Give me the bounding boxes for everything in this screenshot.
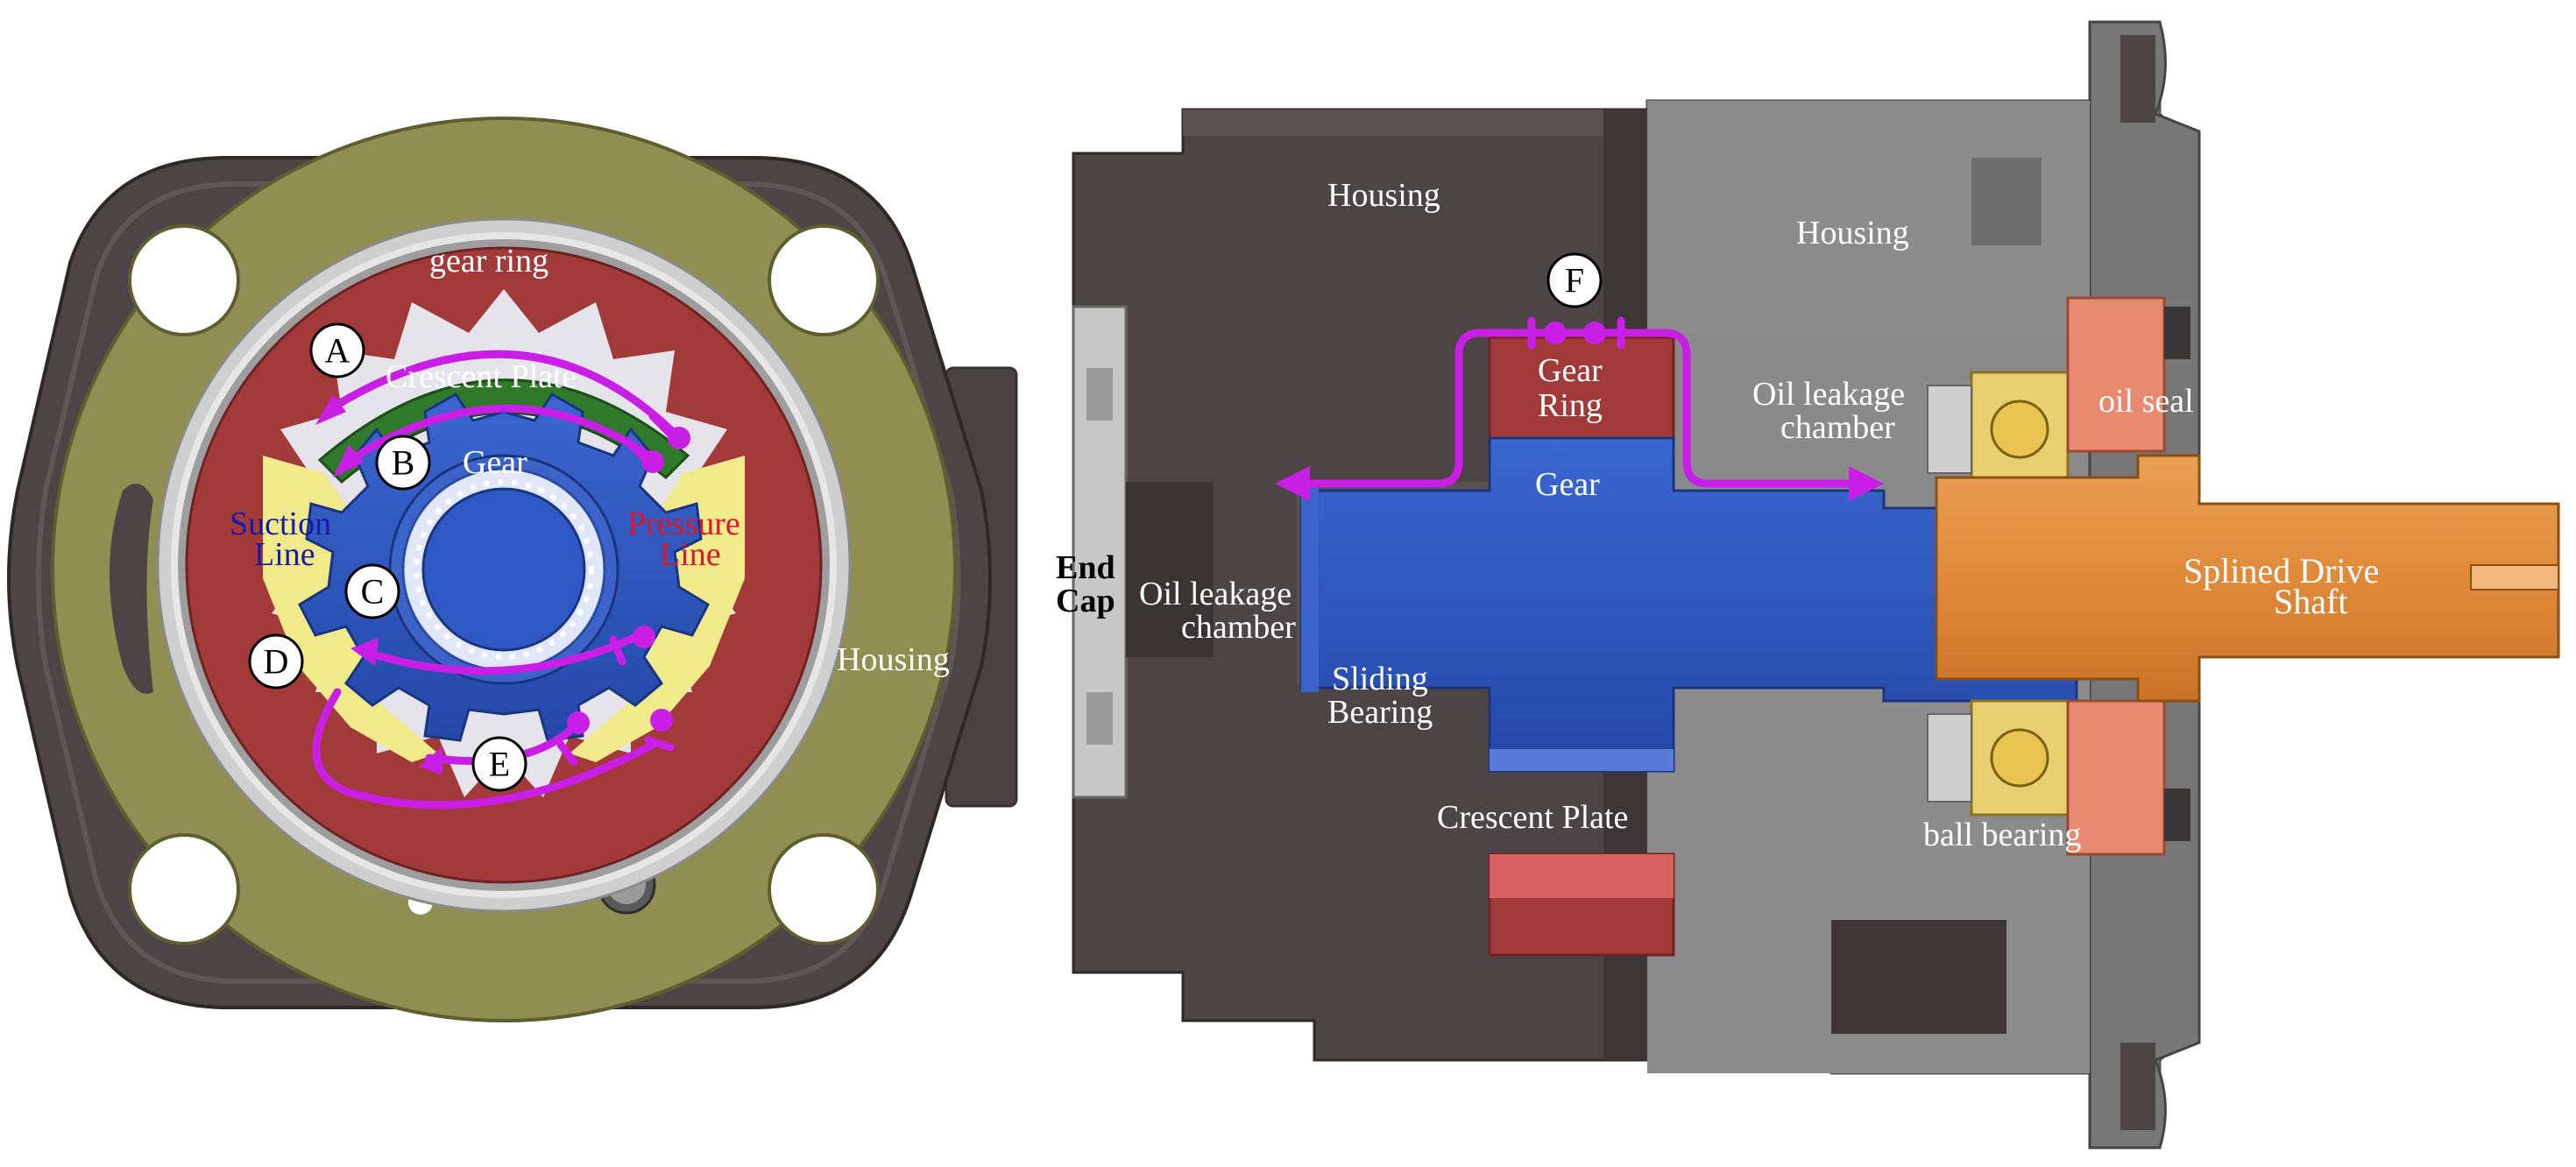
ball-bearing-top xyxy=(1927,371,2070,488)
flow-paths-front xyxy=(312,350,690,810)
label-gear-ring: gear ring xyxy=(429,243,548,279)
bolt-hole xyxy=(128,833,240,945)
svg-text:B: B xyxy=(392,443,415,483)
oil-seal-bottom xyxy=(2066,699,2166,856)
section-view: F Housing Housing Gear Ring Gear Oil lea… xyxy=(1056,20,2560,1149)
label-crescent-plate-section: Crescent Plate xyxy=(1437,799,1628,836)
bolt-hole xyxy=(128,224,240,336)
svg-text:E: E xyxy=(489,745,510,784)
label-oil-leakage-left-2: chamber xyxy=(1181,609,1296,646)
label-sliding-bearing-1: Sliding xyxy=(1332,661,1428,697)
svg-text:F: F xyxy=(1565,261,1584,301)
marker-f: F xyxy=(1546,252,1603,308)
label-oil-seal: oil seal xyxy=(2098,383,2194,420)
label-oil-leakage-right-2: chamber xyxy=(1780,409,1895,446)
flow-paths-section xyxy=(1275,316,1884,501)
marker-d: D xyxy=(248,633,304,690)
label-suction-line-1: Suction xyxy=(230,506,331,542)
label-end-cap-2: Cap xyxy=(1056,583,1115,619)
label-shaft-2: Shaft xyxy=(2274,582,2347,621)
label-oil-leakage-left-1: Oil leakage xyxy=(1139,576,1292,612)
label-gear-ring-2: Ring xyxy=(1538,387,1603,424)
splined-drive-shaft xyxy=(1935,454,2560,703)
bolt-hole xyxy=(768,224,880,336)
oil-seal-top xyxy=(2066,296,2166,453)
bolt-hole xyxy=(768,833,880,945)
label-pressure-line-1: Pressure xyxy=(627,506,740,542)
label-oil-leakage-right-1: Oil leakage xyxy=(1752,376,1905,413)
label-ball-bearing: ball bearing xyxy=(1923,817,2081,853)
label-shaft-1: Splined Drive xyxy=(2183,551,2379,591)
marker-b: B xyxy=(375,435,431,491)
gear-ring-block xyxy=(1488,336,1675,440)
front-view: A B C D E gear ring Crescent Plate Gear … xyxy=(7,117,1018,1022)
svg-text:C: C xyxy=(361,572,385,612)
label-housing-right: Housing xyxy=(1796,215,1909,251)
label-gear-ring-1: Gear xyxy=(1538,352,1603,389)
label-sliding-bearing-2: Bearing xyxy=(1327,694,1433,731)
label-end-cap-1: End xyxy=(1056,549,1115,586)
svg-text:A: A xyxy=(325,331,350,371)
marker-c: C xyxy=(344,563,400,619)
marker-a: A xyxy=(309,322,365,378)
kidney-slot xyxy=(110,484,153,694)
label-gear-section: Gear xyxy=(1535,466,1600,503)
label-pressure-line-2: Line xyxy=(660,536,721,573)
ball-bearing-bottom xyxy=(1927,699,2070,817)
label-housing-left: Housing xyxy=(1327,177,1440,214)
label-crescent-plate: Crescent Plate xyxy=(386,358,577,395)
svg-text:D: D xyxy=(264,642,289,682)
label-housing-front: Housing xyxy=(837,641,950,678)
marker-e: E xyxy=(471,736,527,792)
label-suction-line-2: Line xyxy=(254,536,315,573)
label-gear: Gear xyxy=(463,444,527,481)
